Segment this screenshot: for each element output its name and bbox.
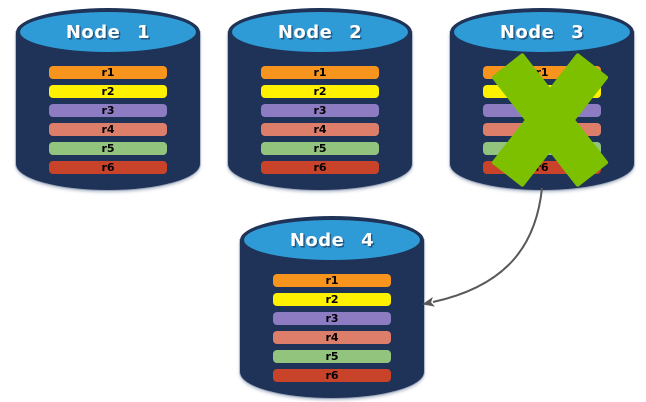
replica-row: r2: [49, 85, 167, 98]
node-2-title: Node 2: [277, 21, 363, 43]
node-3-cylinder: r1 r2 r3 r4 r5 r6 Node 3: [450, 8, 634, 190]
replica-row: r2: [273, 293, 391, 306]
node-2-cylinder-top: Node 2: [228, 8, 412, 56]
node-4-cylinder-top: Node 4: [240, 216, 424, 264]
replica-row: r6: [261, 161, 379, 174]
node-1-title: Node 1: [65, 21, 151, 43]
node-2-cylinder: r1 r2 r3 r4 r5 r6 Node 2: [228, 8, 412, 190]
replica-row: r4: [273, 331, 391, 344]
replica-row: r5: [49, 142, 167, 155]
replica-row: r3: [261, 104, 379, 117]
replica-row: r1: [261, 66, 379, 79]
replica-row: r1: [273, 274, 391, 287]
node-3-cylinder-top: Node 3: [450, 8, 634, 56]
node-4-rows: r1 r2 r3 r4 r5 r6: [273, 274, 391, 382]
replica-row: r4: [49, 123, 167, 136]
arrow-curve: [422, 187, 543, 307]
replica-row: r2: [261, 85, 379, 98]
node-2-rows: r1 r2 r3 r4 r5 r6: [261, 66, 379, 174]
replica-row: r3: [273, 312, 391, 325]
replica-row: r6: [49, 161, 167, 174]
node-1-cylinder-top: Node 1: [16, 8, 200, 56]
node-1-cylinder: r1 r2 r3 r4 r5 r6 Node 1: [16, 8, 200, 190]
replica-row: r3: [49, 104, 167, 117]
replica-row: r4: [261, 123, 379, 136]
node-1-rows: r1 r2 r3 r4 r5 r6: [49, 66, 167, 174]
replica-row: r5: [261, 142, 379, 155]
node-3-title: Node 3: [499, 21, 585, 43]
node-4-cylinder: r1 r2 r3 r4 r5 r6 Node 4: [240, 216, 424, 398]
node-4-title: Node 4: [289, 229, 375, 251]
replica-row: r5: [273, 350, 391, 363]
replica-row: r1: [49, 66, 167, 79]
replica-row: r6: [273, 369, 391, 382]
